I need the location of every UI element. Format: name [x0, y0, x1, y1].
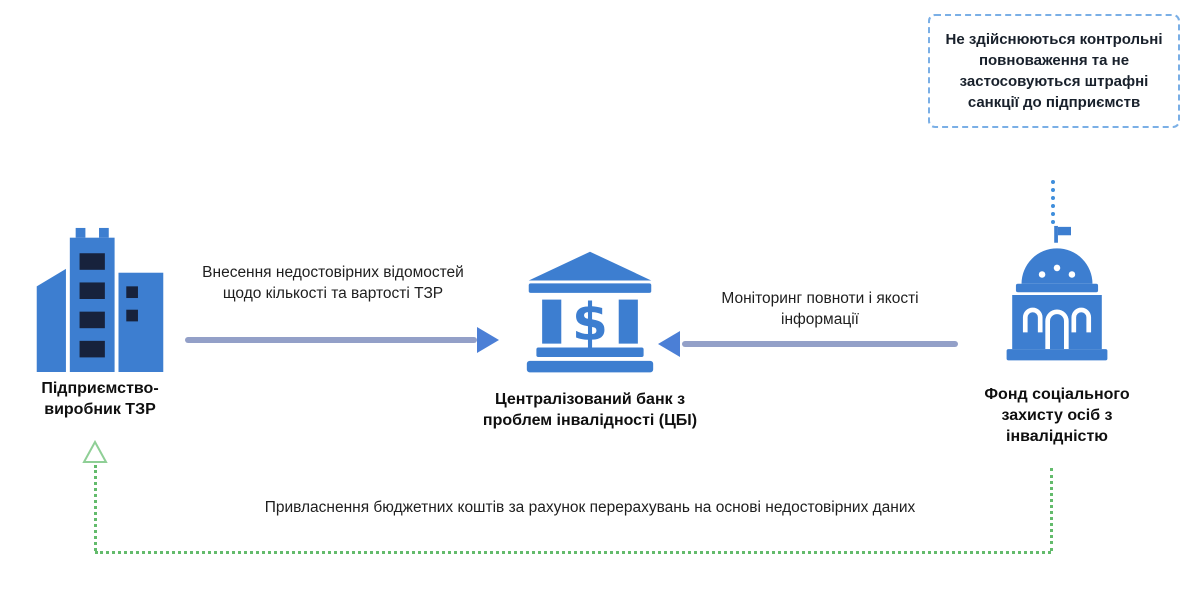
government-building-icon	[962, 222, 1152, 368]
callout-box: Не здійснюються контрольні повноваження …	[928, 14, 1180, 128]
svg-text:$: $	[572, 293, 608, 353]
edge-fund-to-manufacturer-label: Привласнення бюджетних коштів за рахунок…	[264, 499, 916, 516]
node-fund-label: Фонд соціального захисту осіб з інвалідн…	[984, 386, 1130, 446]
city-buildings-icon	[20, 226, 180, 372]
node-manufacturer-label: Підприємство-виробник ТЗР	[41, 380, 159, 419]
arrow-fund-to-bank-head	[658, 331, 680, 357]
green-dotted-segment-right	[1050, 468, 1053, 551]
callout-connector-dotted-line	[1051, 180, 1055, 224]
node-manufacturer: Підприємство-виробник ТЗР	[20, 226, 180, 420]
green-dotted-segment-left	[94, 465, 97, 551]
arrow-manufacturer-to-bank-shaft	[185, 337, 477, 343]
node-fund: Фонд соціального захисту осіб з інвалідн…	[962, 222, 1152, 447]
bank-icon: $	[465, 251, 715, 375]
node-bank-label: Централізований банк з проблем інвалідно…	[482, 391, 698, 430]
node-bank: $ Централізований банк з проблем інвалід…	[465, 251, 715, 431]
arrow-fund-to-bank-shaft	[682, 341, 958, 347]
edge-fund-to-bank-label: Моніторинг повноти і якості інформації	[721, 290, 919, 328]
callout-text: Не здійснюються контрольні повноваження …	[945, 31, 1163, 111]
edge-manufacturer-to-bank-label: Внесення недостовірних відомостей щодо к…	[202, 264, 464, 302]
arrow-manufacturer-to-bank-head	[477, 327, 499, 353]
green-dotted-segment-bottom	[95, 551, 1051, 554]
green-arrowhead-up-icon	[82, 439, 108, 469]
